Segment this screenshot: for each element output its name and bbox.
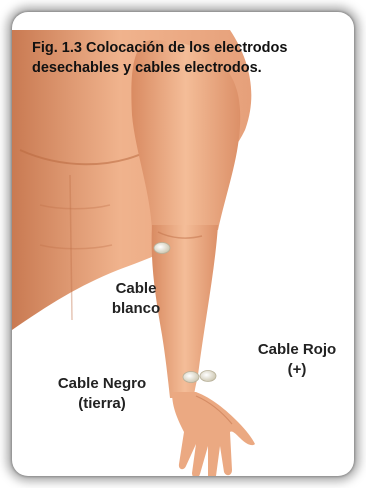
hand [172,392,255,476]
label-black-cable: Cable Negro (tierra) [42,374,162,414]
figure-caption: Fig. 1.3 Colocación de los electrodos de… [32,38,352,78]
caption-line-2: desechables y cables electrodos. [32,58,352,78]
label-red-cable: Cable Rojo (+) [242,340,352,380]
label-white-cable-line2: blanco [96,299,176,319]
label-white-cable-line1: Cable [96,279,176,299]
caption-line-1: Fig. 1.3 Colocación de los electrodos [32,38,352,58]
label-white-cable: Cable blanco [96,279,176,319]
electrode-wrist-right [200,371,216,382]
label-red-cable-line2: (+) [242,360,352,380]
electrode-elbow [154,243,170,254]
electrode-wrist-left [183,372,199,383]
label-black-cable-line2: (tierra) [42,394,162,414]
label-black-cable-line1: Cable Negro [42,374,162,394]
label-red-cable-line1: Cable Rojo [242,340,352,360]
